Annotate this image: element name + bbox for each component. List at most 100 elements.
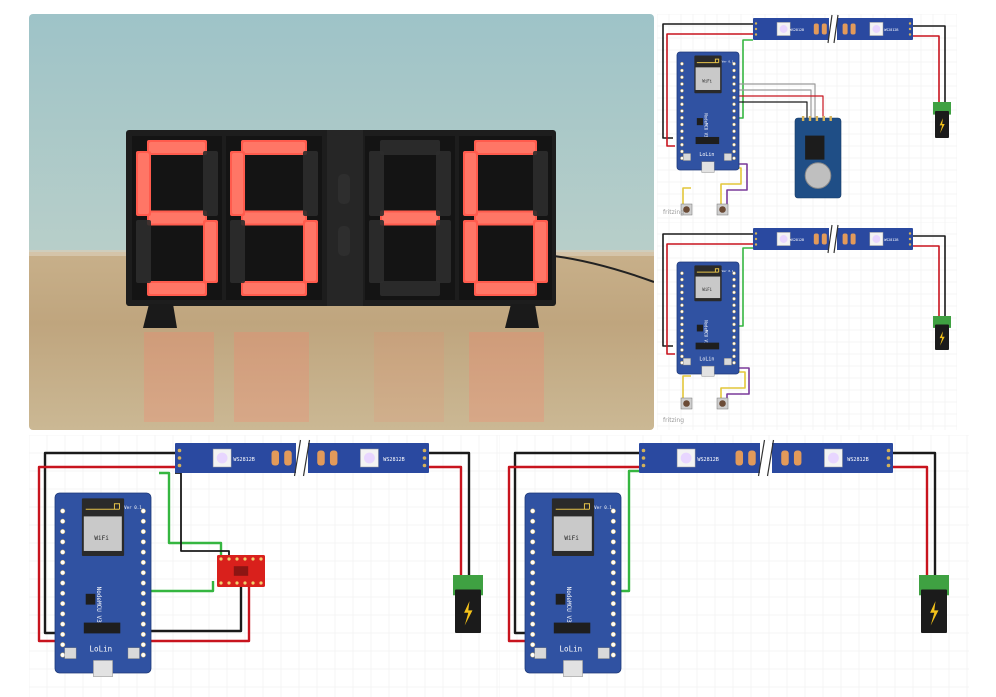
clock-digits [136,140,548,296]
wire-button-1 [682,187,691,206]
header-pin-right [610,601,616,607]
wifi-logo-text: WiFi [564,535,579,542]
header-pin-left [680,335,684,339]
strip-cut-mark [293,439,302,477]
strip-pin-out [422,463,427,468]
header-pin-left [680,115,684,120]
strip-pin-out [422,456,427,460]
header-pin-right [732,309,736,314]
solder-pad [284,450,292,466]
header-pin-right [140,518,146,524]
header-pin-left [530,590,536,596]
pushbutton-1 [680,397,693,410]
wifi-logo-text: WiFi [702,79,712,84]
segment-glow-c [535,222,546,281]
header-pin-left [530,631,536,637]
header-pin-left [680,136,684,140]
strip-pin-in [177,456,182,460]
rtc-header-pin [808,116,812,121]
header-pin-right [732,361,736,365]
segment-glow-a [149,142,205,153]
segment-c [436,220,451,283]
strip-pin-out [908,27,912,31]
shifter-pin-bottom [227,581,231,585]
board-brand-label: LoLin [90,644,113,653]
wire-jack-5v [429,465,463,577]
wire-gnd [662,23,753,139]
led-die [828,452,839,464]
reset-button [683,358,691,366]
antenna-trace [85,503,121,510]
header-pin-left [60,549,66,555]
board-brand-label: LoLin [699,152,714,158]
strip-pin-out [908,237,912,241]
wire-data-lv [139,581,215,593]
regulator [555,593,566,605]
segment-glow-a [243,142,305,153]
header-pin-left [680,62,684,66]
header-pin-left [60,642,66,648]
wire-button-2 [726,163,748,206]
strip-pin-out [422,448,427,453]
header-pin-right [140,642,146,648]
led-die [779,235,788,243]
shifter-pin-bottom [259,581,263,585]
segment-b [203,151,218,216]
segment-glow-g [243,212,305,224]
wire-jack-gnd [893,451,937,577]
rtc-battery [804,162,832,189]
strip-pin-out [908,22,912,25]
header-pin-right [140,539,146,545]
header-pin-right [732,322,736,327]
shifter-pin-top [227,557,231,561]
led-die [779,25,788,33]
power-bolt-icon [939,331,945,346]
header-pin-right [610,508,616,514]
antenna-trace [555,503,591,510]
header-pin-right [732,102,736,107]
header-pin-right [732,303,736,307]
header-pin-left [680,284,684,288]
shifter-pin-top [251,557,255,561]
esp-shield [83,516,122,551]
header-pin-left [680,95,684,100]
board-brand-label: LoLin [699,357,714,363]
header-pin-left [530,518,536,524]
esp-shield [695,276,721,299]
wire-5v [666,243,753,355]
solder-pad [850,233,856,245]
header-pin-left [680,89,684,93]
header-pin-left [530,642,536,648]
usb-chip [695,136,720,145]
antenna-trace [696,58,720,64]
header-pin-right [140,621,146,627]
shifter-pin-bottom [243,581,247,585]
header-pin-right [732,149,736,154]
wire-jack-5v [913,245,940,316]
pushbutton-cap [719,206,726,213]
strip-chip-label: WS2812B [847,457,868,463]
wire-data-hv [159,471,223,559]
solder-pad [821,233,827,245]
segment-f [369,151,384,216]
header-pin-right [732,109,736,113]
header-pin-right [610,580,616,586]
strip-pin-out [908,33,912,36]
strip-pin-out [886,456,891,460]
wire-jack-gnd [429,451,471,577]
strip-cut-mark [827,14,833,44]
header-pin-right [732,95,736,100]
wire-rtc-vcc [737,95,824,118]
wire-5v [666,33,753,147]
shifter-pin-bottom [219,581,223,585]
header-pin-left [680,354,684,359]
header-pin-right [732,129,736,133]
header-pin-right [732,142,736,147]
